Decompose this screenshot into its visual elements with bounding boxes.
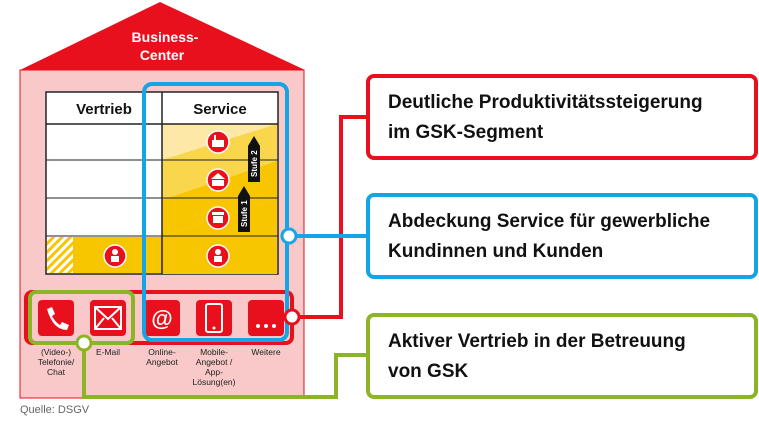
callout-sales-l2: von GSK — [388, 361, 469, 382]
channel-label-mobile-l4: Lösung(en) — [192, 377, 236, 387]
channel-label-phone-l1: (Video-) — [40, 347, 72, 357]
connector-green — [82, 343, 366, 399]
channel-more — [248, 300, 284, 336]
channel-label-mobile-l2: Angebot / — [195, 357, 233, 367]
channel-label-mobile: Mobile- Angebot / App- Lösung(en) — [186, 347, 242, 387]
envelope-icon — [94, 306, 122, 330]
phone-icon — [47, 307, 69, 330]
channel-label-mobile-l3: App- — [205, 367, 223, 377]
channel-label-phone-l2: Telefonie/ — [37, 357, 75, 367]
connector-red — [292, 115, 366, 319]
step-arrow-2: Stufe 2 — [248, 136, 260, 182]
channel-mobile — [196, 300, 232, 336]
at-icon: @ — [151, 306, 172, 331]
channel-label-email: E-Mail — [84, 347, 132, 357]
channel-label-phone-l3: Chat — [47, 367, 65, 377]
col-header-service: Service — [193, 101, 246, 118]
channel-online: @ — [144, 300, 180, 336]
roof-title-line1: Business- — [132, 29, 199, 45]
callout-service-l2: Kundinnen und Kunden — [388, 241, 604, 262]
roof-title-line2: Center — [140, 47, 185, 63]
service-stair-top — [162, 124, 277, 200]
connector-green-dot — [75, 334, 93, 352]
col-header-sales: Vertrieb — [76, 101, 132, 118]
service-icon-factory — [206, 130, 230, 154]
callout-productivity: Deutliche Produktivitätssteigerung im GS… — [366, 74, 758, 160]
channel-email — [90, 300, 126, 336]
sales-hatch — [47, 237, 73, 273]
channel-label-phone: (Video-) Telefonie/ Chat — [26, 347, 86, 377]
house-roof — [20, 2, 305, 70]
dots-icon — [256, 324, 276, 328]
service-icon-shop — [206, 206, 230, 230]
step1-label: Stufe 1 — [240, 200, 249, 227]
channel-label-more: Weitere — [240, 347, 292, 357]
callout-service-coverage: Abdeckung Service für gewerbliche Kundin… — [366, 193, 758, 279]
callout-productivity-l2: im GSK-Segment — [388, 122, 544, 143]
source-note: Quelle: DSGV — [20, 404, 90, 416]
service-icon-bank — [206, 168, 230, 192]
channel-label-online-l2: Angebot — [146, 357, 178, 367]
channel-label-online-l1: Online- — [148, 347, 176, 357]
service-icon-person — [206, 244, 230, 268]
smartphone-icon — [205, 303, 223, 333]
channel-phone — [38, 300, 74, 336]
channel-label-more-l1: Weitere — [251, 347, 281, 357]
callout-productivity-l1: Deutliche Produktivitätssteigerung — [388, 92, 703, 113]
connector-red-dot — [283, 308, 301, 326]
callout-sales-l1: Aktiver Vertrieb in der Betreuung — [388, 331, 686, 352]
callout-active-sales: Aktiver Vertrieb in der Betreuung von GS… — [366, 313, 758, 399]
sales-service-table: Vertrieb Service — [45, 91, 279, 275]
step2-label: Stufe 2 — [250, 150, 259, 177]
channel-label-mobile-l1: Mobile- — [200, 347, 228, 357]
step-arrow-1: Stufe 1 — [238, 186, 250, 232]
channel-label-online: Online- Angebot — [136, 347, 188, 367]
connector-blue-dot — [280, 227, 298, 245]
callout-service-l1: Abdeckung Service für gewerbliche — [388, 211, 711, 232]
service-frame — [142, 82, 289, 342]
sales-icon-person — [103, 244, 127, 268]
channel-label-email-l1: E-Mail — [95, 347, 121, 357]
